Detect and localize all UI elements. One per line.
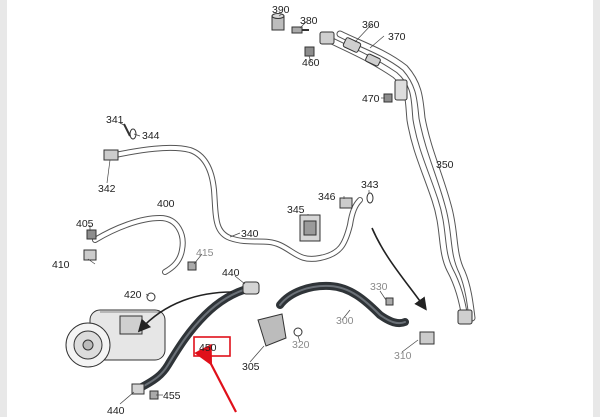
callout-440-top: 440 (222, 267, 240, 279)
callout-342: 342 (98, 183, 116, 195)
callout-labels: 390 380 360 370 460 470 350 341 344 342 … (52, 4, 454, 417)
hose-450 (136, 284, 254, 392)
part-305-muffler (257, 313, 287, 347)
hose-300 (276, 281, 409, 328)
callout-405: 405 (76, 218, 94, 230)
callout-390: 390 (272, 4, 290, 16)
part-420-oring (146, 292, 156, 302)
part-320-oring (293, 327, 303, 337)
callout-345: 345 (287, 204, 305, 216)
callout-460: 460 (302, 57, 320, 69)
callout-380: 380 (300, 15, 318, 27)
part-342-fitting (103, 149, 119, 161)
callout-343: 343 (361, 179, 379, 191)
left-frame-edge (0, 0, 7, 417)
callout-344: 344 (142, 130, 160, 142)
arrow-to-right-fitting (371, 227, 427, 311)
arrow-to-compressor (137, 291, 233, 333)
callout-410: 410 (52, 259, 70, 271)
leader-lines (87, 13, 419, 405)
part-460-nut (304, 46, 315, 57)
callout-420: 420 (124, 289, 142, 301)
part-341-oring (123, 123, 131, 137)
part-410-fitting (83, 249, 97, 261)
callout-415: 415 (196, 247, 214, 259)
part-380-valve (291, 26, 309, 34)
part-415-bolt (187, 261, 197, 271)
part-343-oring (366, 192, 374, 204)
part-405-nut (86, 229, 97, 240)
part-345-bracket (299, 214, 321, 242)
callout-341: 341 (106, 114, 124, 126)
part-344-oring (129, 128, 137, 140)
callout-320: 320 (292, 339, 310, 351)
callout-455: 455 (163, 390, 181, 402)
hose-350 (326, 30, 476, 322)
ac-compressor (65, 309, 166, 368)
red-pointer-arrow (194, 343, 237, 413)
callout-330: 330 (370, 281, 388, 293)
callout-350: 350 (436, 159, 454, 171)
callout-305: 305 (242, 361, 260, 373)
right-frame-edge (593, 0, 600, 417)
part-440-fitting-top (242, 281, 260, 295)
fitting-cluster-top (319, 31, 473, 325)
part-440-fitting-bottom (131, 383, 145, 395)
callout-400: 400 (157, 198, 175, 210)
callout-340: 340 (241, 228, 259, 240)
callout-440-bottom: 440 (107, 405, 125, 417)
callout-300: 300 (336, 315, 354, 327)
callout-370: 370 (388, 31, 406, 43)
hose-340 (112, 144, 363, 262)
part-330-bolt (385, 297, 394, 306)
callout-360: 360 (362, 19, 380, 31)
callout-310: 310 (394, 350, 412, 362)
part-346-fitting (339, 197, 353, 209)
callout-470: 470 (362, 93, 380, 105)
part-390-cap (271, 13, 285, 31)
part-470-nut (383, 93, 393, 103)
hose-400 (92, 214, 186, 275)
part-310-fitting (419, 331, 435, 345)
callout-450: 450 (199, 342, 217, 354)
callout-346: 346 (318, 191, 336, 203)
